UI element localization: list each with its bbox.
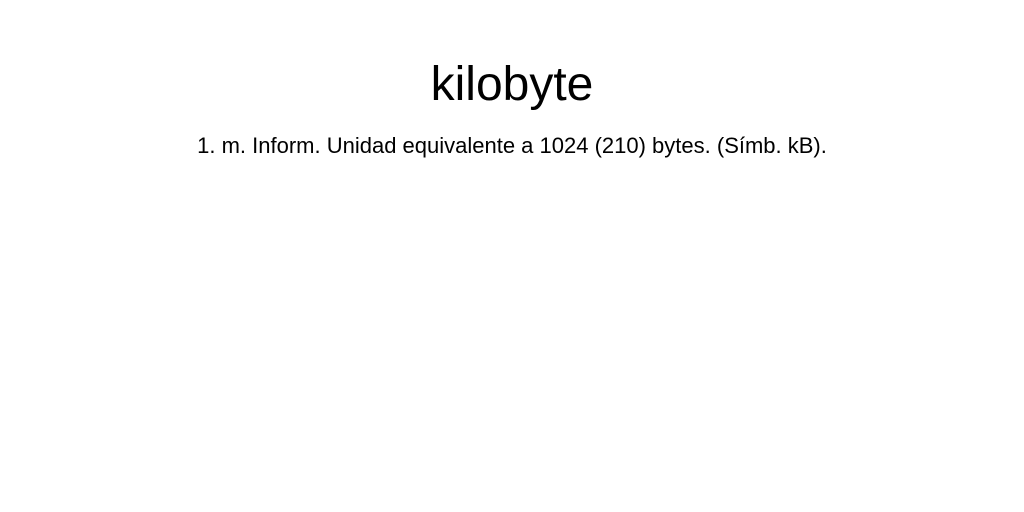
entry-definition: 1. m. Inform. Unidad equivalente a 1024 … — [197, 133, 827, 158]
entry-word-title: kilobyte — [430, 58, 594, 111]
